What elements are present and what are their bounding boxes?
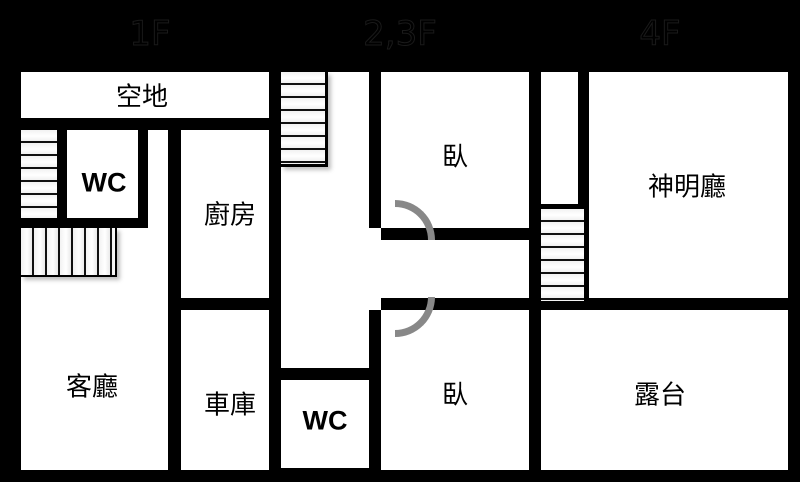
stairs-1f-vertical <box>21 130 57 218</box>
room-kitchen <box>181 130 269 298</box>
room-wc-23f <box>281 380 369 468</box>
label-living-room: 客廳 <box>65 372 119 403</box>
wall <box>138 130 148 228</box>
label-terrace: 露台 <box>633 380 687 411</box>
door-gap <box>369 298 381 310</box>
wall <box>21 218 148 228</box>
label-kitchen: 廚房 <box>203 200 257 231</box>
door-gap <box>369 228 381 240</box>
label-bedroom-bottom: 臥 <box>441 380 469 411</box>
room-wc-1f <box>67 130 138 218</box>
label-bedroom-top: 臥 <box>441 142 469 173</box>
label-garage: 車庫 <box>203 390 257 421</box>
label-wc-1f: WC <box>81 167 127 198</box>
stairs-4f <box>541 206 587 301</box>
floor-header-1f: 1F <box>129 14 171 55</box>
label-wc-23f: WC <box>302 405 348 436</box>
room-shrine-hall <box>589 72 788 298</box>
label-empty-lot: 空地 <box>115 82 169 113</box>
room-bedroom-bottom <box>381 310 529 470</box>
room-4f-strip <box>541 72 578 204</box>
floor-header-23f: 2,3F <box>363 14 438 55</box>
room-corridor-mid <box>369 240 529 298</box>
room-terrace <box>541 310 788 470</box>
room-empty-lot <box>21 72 269 118</box>
stairs-1f-horizontal <box>21 228 117 277</box>
stairs-23f <box>281 72 328 167</box>
floor-header-4f: 4F <box>639 14 681 55</box>
wall <box>57 130 67 228</box>
room-garage <box>181 310 269 470</box>
label-shrine-hall: 神明廳 <box>647 172 727 203</box>
